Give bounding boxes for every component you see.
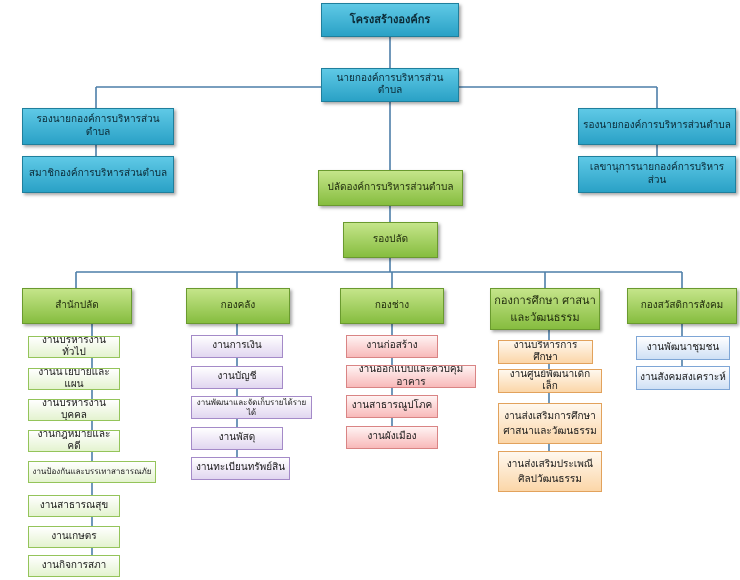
finance-unit-assets: งานทะเบียนทรัพย์สิน [191, 457, 290, 480]
dept-office-box: สำนักปลัด [22, 288, 132, 324]
finance-unit-supplies: งานพัสดุ [191, 427, 283, 450]
chief-box: นายกองค์การบริหารส่วนตำบล [321, 68, 459, 102]
edu-unit-promote-education-line1: งานส่งเสริมการศึกษา [504, 410, 596, 422]
office-unit-personnel: งานบริหารงานบุคคล [28, 399, 120, 421]
works-unit-design-control: งานออกแบบและควบคุมอาคาร [346, 365, 476, 388]
council-member-box: สมาชิกองค์การบริหารส่วนตำบล [22, 156, 174, 193]
office-unit-general-admin: งานบริหารงานทั่วไป [28, 336, 120, 358]
dept-education-box: กองการศึกษา ศาสนา และวัฒนธรรม [490, 288, 600, 330]
office-unit-policy-plan: งานนโยบายและแผน [28, 368, 120, 390]
finance-unit-revenue: งานพัฒนาและจัดเก็บรายได้รายได้ [191, 396, 312, 419]
secretary-box: เลขานุการนายกองค์การบริหารส่วน [578, 156, 736, 193]
dept-works-box: กองช่าง [340, 288, 444, 324]
edu-unit-promote-education: งานส่งเสริมการศึกษา ศาสนาและวัฒนธรรม [498, 403, 602, 444]
finance-unit-cash: งานการเงิน [191, 335, 283, 358]
works-unit-utilities: งานสาธารณูปโภค [346, 395, 438, 418]
welfare-unit-social-welfare: งานสังคมสงเคราะห์ [636, 366, 730, 390]
office-unit-disaster: งานป้องกันและบรรเทาสาธารณภัย [28, 461, 156, 483]
edu-unit-promote-tradition-line1: งานส่งเสริมประเพณี [506, 458, 594, 470]
edu-unit-child-center: งานศูนย์พัฒนาเด็กเล็ก [498, 369, 602, 393]
office-unit-council: งานกิจการสภา [28, 555, 120, 577]
edu-unit-promote-tradition: งานส่งเสริมประเพณี ศิลปวัฒนธรรม [498, 451, 602, 492]
office-unit-legal: งานกฎหมายและคดี [28, 430, 120, 452]
welfare-unit-community-dev: งานพัฒนาชุมชน [636, 336, 730, 360]
office-unit-public-health: งานสาธารณสุข [28, 495, 120, 517]
org-structure-title: โครงสร้างองค์กร [321, 3, 459, 37]
edu-unit-promote-tradition-line2: ศิลปวัฒนธรรม [518, 473, 582, 485]
edu-unit-administration: งานบริหารการศึกษา [498, 340, 593, 364]
deputy-left-box: รองนายกองค์การบริหารส่วนตำบล [22, 108, 174, 145]
deputy-right-box: รองนายกองค์การบริหารส่วนตำบล [578, 108, 736, 145]
dept-education-line1: กองการศึกษา ศาสนา [494, 293, 596, 307]
dept-education-line2: และวัฒนธรรม [510, 311, 580, 324]
edu-unit-promote-education-line2: ศาสนาและวัฒนธรรม [503, 425, 597, 437]
office-unit-agriculture: งานเกษตร [28, 526, 120, 548]
finance-unit-accounting: งานบัญชี [191, 366, 283, 389]
works-unit-construction: งานก่อสร้าง [346, 335, 438, 358]
dept-finance-box: กองคลัง [186, 288, 290, 324]
rong-palat-box: รองปลัด [343, 222, 438, 258]
works-unit-town-planning: งานผังเมือง [346, 426, 438, 449]
palat-box: ปลัดองค์การบริหารส่วนตำบล [318, 170, 463, 206]
dept-welfare-box: กองสวัสดิการสังคม [627, 288, 737, 324]
